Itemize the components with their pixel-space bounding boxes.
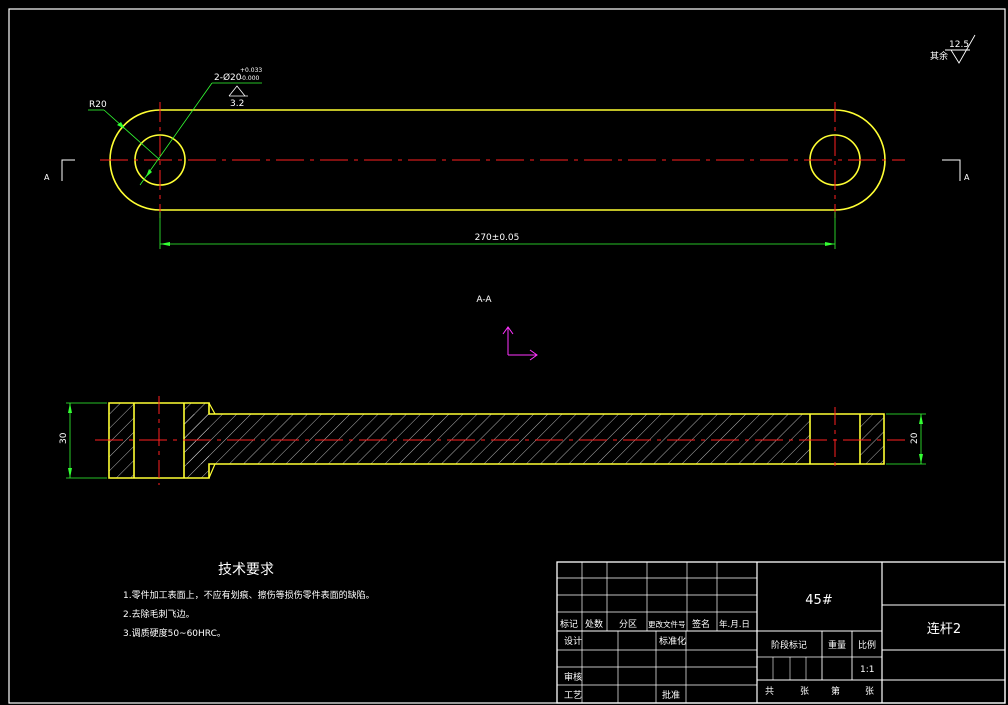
section-mark-left-arrow <box>61 159 75 181</box>
tb-header-sign: 签名 <box>692 618 710 630</box>
dim-arrow-left <box>160 242 170 246</box>
tb-header-change-doc: 更改文件号 <box>648 619 686 629</box>
tb-sheets-unit1: 张 <box>800 686 809 697</box>
dim-arrow-right <box>825 242 835 246</box>
ucs-icon <box>502 326 538 361</box>
tb-header-count: 处数 <box>585 618 603 630</box>
tech-requirement-item-2: 2.去除毛刺飞边。 <box>123 608 195 620</box>
section-mark-right-arrow <box>942 159 961 181</box>
tb-design: 设计 <box>564 635 582 647</box>
tb-check: 审核 <box>564 671 582 683</box>
section-mark-right: A <box>964 173 970 182</box>
roughness-symbol-hole <box>228 85 246 97</box>
section-dim-left: 30 <box>59 432 69 444</box>
section-dim-right: 20 <box>910 432 920 444</box>
dim-30-arrow-top <box>68 403 72 413</box>
tb-material: 45# <box>805 593 832 608</box>
section-shoulder-chamfer-b <box>208 463 216 479</box>
tb-process: 工艺 <box>564 690 582 701</box>
length-dimension-text: 270±0.05 <box>475 233 520 243</box>
tech-requirements: 技术要求 1.零件加工表面上，不应有划痕、擦伤等损伤零件表面的缺陷。 2.去除毛… <box>123 562 375 639</box>
tech-requirements-title: 技术要求 <box>218 562 274 578</box>
tb-sheets-total: 共 <box>765 686 774 697</box>
title-block <box>556 561 1006 704</box>
tb-standardization: 标准化 <box>659 635 686 647</box>
dim-20-arrow-bottom <box>919 454 923 464</box>
hole-arrow <box>146 169 152 177</box>
radius-arrow <box>117 122 125 129</box>
radius-leader-diag <box>103 109 161 161</box>
tb-approve: 批准 <box>662 689 680 701</box>
tb-scale: 1:1 <box>860 665 874 675</box>
drawing-frame <box>8 8 1006 704</box>
tb-header-zone: 分区 <box>619 619 637 630</box>
dim-20-arrow-top <box>919 414 923 424</box>
roughness-value-hole: 3.2 <box>230 99 244 109</box>
roughness-rest-label: 其余 <box>930 50 948 62</box>
title-block-text: 标记 处数 分区 更改文件号 签名 年.月.日 设计 标准化 审核 工艺 批准 … <box>560 593 961 701</box>
tb-sheet-no: 第 <box>831 685 840 697</box>
section-shoulder-chamfer <box>208 402 216 415</box>
tb-header-mark: 标记 <box>560 618 578 630</box>
roughness-rest-value: 12.5 <box>949 40 969 50</box>
section-mark-left: A <box>44 173 50 182</box>
tb-part-name: 连杆2 <box>927 621 961 637</box>
hole-tolerance-lower: -0.000 <box>240 75 260 82</box>
hole-tolerance-upper: +0.033 <box>240 67 262 74</box>
tb-weight: 重量 <box>828 639 846 651</box>
hatch-shaft <box>184 414 810 464</box>
hole-diameter-label: 2-Ø20 <box>214 72 242 83</box>
section-view-title: A-A <box>476 295 492 305</box>
section-outline <box>108 402 885 479</box>
dim-30-arrow-bottom <box>68 468 72 478</box>
tech-requirement-item-3: 3.调质硬度50~60HRC。 <box>123 627 226 639</box>
tb-stage-mark: 阶段标记 <box>771 639 807 651</box>
section-view: 30 20 <box>59 396 926 485</box>
tb-scale-label: 比例 <box>858 639 876 651</box>
top-view: 270±0.05 R20 2-Ø20 +0.033 -0.000 3.2 A A <box>44 67 970 249</box>
radius-label: R20 <box>89 100 107 110</box>
hatch-right <box>860 414 884 464</box>
tb-sheets-unit2: 张 <box>865 686 874 697</box>
hole-leader-diag <box>139 82 213 186</box>
roughness-rest-symbol <box>950 34 976 64</box>
tb-header-date: 年.月.日 <box>719 619 750 630</box>
tech-requirement-item-1: 1.零件加工表面上，不应有划痕、擦伤等损伤零件表面的缺陷。 <box>123 589 375 601</box>
roughness-rest: 其余 12.5 <box>930 34 976 64</box>
